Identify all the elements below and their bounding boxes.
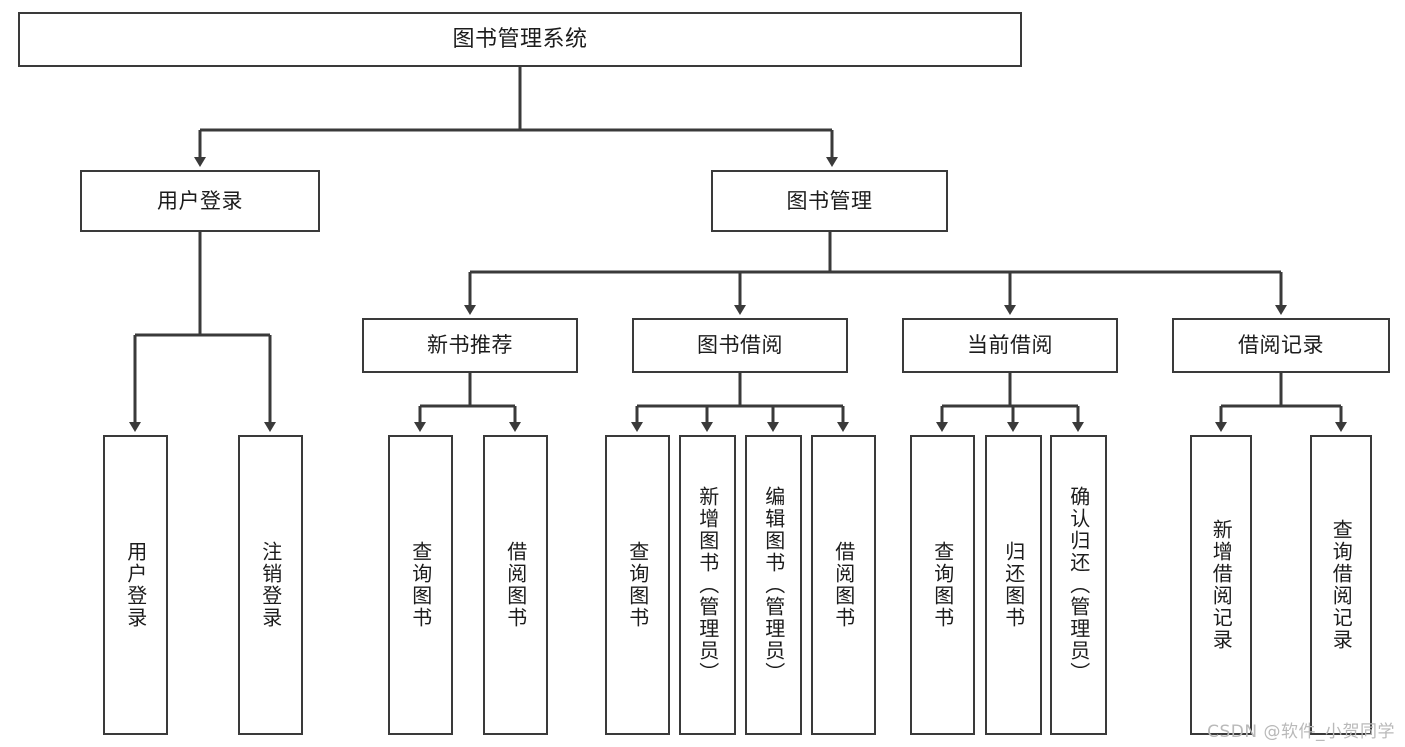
leaf-confirm-return-admin[interactable]: 确认归还（管理员） xyxy=(1050,435,1107,735)
node-new-book-recommend[interactable]: 新书推荐 xyxy=(362,318,578,373)
node-book-management[interactable]: 图书管理 xyxy=(711,170,948,232)
watermark: CSDN @软件_小贺同学 xyxy=(1207,722,1395,742)
leaf-return-book-label: 归还图书 xyxy=(1001,541,1026,629)
node-current-borrow-label: 当前借阅 xyxy=(967,333,1053,358)
leaf-borrow-book-new-label: 借阅图书 xyxy=(503,541,528,629)
node-book-borrow-label: 图书借阅 xyxy=(697,333,783,358)
leaf-confirm-return-admin-label: 确认归还（管理员） xyxy=(1066,486,1091,684)
node-root[interactable]: 图书管理系统 xyxy=(18,12,1022,67)
leaf-query-borrow-record[interactable]: 查询借阅记录 xyxy=(1310,435,1372,735)
leaf-query-book-current-label: 查询图书 xyxy=(930,541,955,629)
leaf-query-borrow-record-label: 查询借阅记录 xyxy=(1329,519,1354,651)
leaf-return-book[interactable]: 归还图书 xyxy=(985,435,1042,735)
leaf-query-book-borrow[interactable]: 查询图书 xyxy=(605,435,670,735)
leaf-borrow-book-new[interactable]: 借阅图书 xyxy=(483,435,548,735)
leaf-logout-label: 注销登录 xyxy=(258,541,283,629)
leaf-user-login[interactable]: 用户登录 xyxy=(103,435,168,735)
leaf-borrow-book-label: 借阅图书 xyxy=(831,541,856,629)
node-borrow-record-label: 借阅记录 xyxy=(1238,333,1324,358)
leaf-borrow-book[interactable]: 借阅图书 xyxy=(811,435,876,735)
leaf-edit-book-admin-label: 编辑图书（管理员） xyxy=(761,486,786,684)
leaf-query-book-current[interactable]: 查询图书 xyxy=(910,435,975,735)
leaf-logout[interactable]: 注销登录 xyxy=(238,435,303,735)
node-new-book-recommend-label: 新书推荐 xyxy=(427,333,513,358)
leaf-edit-book-admin[interactable]: 编辑图书（管理员） xyxy=(745,435,802,735)
leaf-query-book-new-label: 查询图书 xyxy=(408,541,433,629)
node-book-management-label: 图书管理 xyxy=(786,188,873,213)
node-user-login-label: 用户登录 xyxy=(157,188,243,213)
leaf-user-login-label: 用户登录 xyxy=(123,541,148,629)
node-root-label: 图书管理系统 xyxy=(452,26,588,52)
leaf-add-book-admin-label: 新增图书（管理员） xyxy=(695,486,720,684)
node-borrow-record[interactable]: 借阅记录 xyxy=(1172,318,1390,373)
node-user-login[interactable]: 用户登录 xyxy=(80,170,320,232)
node-current-borrow[interactable]: 当前借阅 xyxy=(902,318,1118,373)
leaf-query-book-new[interactable]: 查询图书 xyxy=(388,435,453,735)
leaf-add-borrow-record[interactable]: 新增借阅记录 xyxy=(1190,435,1252,735)
leaf-add-book-admin[interactable]: 新增图书（管理员） xyxy=(679,435,736,735)
leaf-add-borrow-record-label: 新增借阅记录 xyxy=(1209,519,1234,651)
node-book-borrow[interactable]: 图书借阅 xyxy=(632,318,848,373)
leaf-query-book-borrow-label: 查询图书 xyxy=(625,541,650,629)
